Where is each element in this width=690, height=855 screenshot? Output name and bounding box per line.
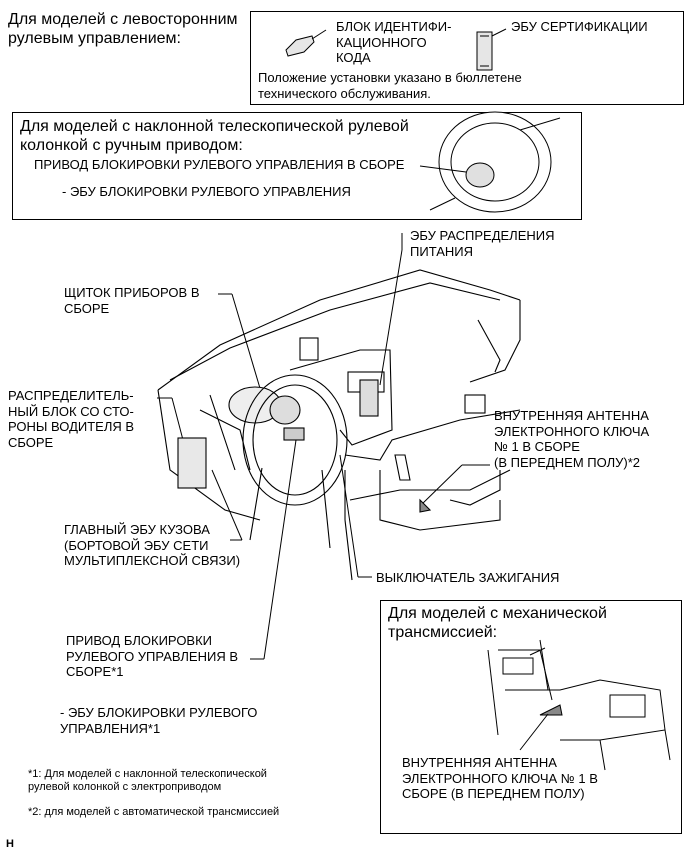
certification-ecu-label: ЭБУ СЕРТИФИКАЦИИ — [511, 19, 648, 34]
certification-ecu-illustration — [476, 28, 507, 71]
footnote-1: *1: Для моделей с наклонной телескопичес… — [28, 768, 267, 794]
bulletin-note: Положение установки указано в бюллетене … — [258, 70, 522, 101]
mt-console-illustration — [487, 639, 671, 771]
tilt-lock-ecu-label: - ЭБУ БЛОКИРОВКИ РУЛЕВОГО УПРАВЛЕНИЯ — [62, 184, 351, 199]
tilt-box-title: Для моделей с наклонной телескопической … — [20, 118, 409, 155]
mt-box-title: Для моделей с механической трансмиссией: — [388, 605, 607, 642]
id-code-box-illustration — [285, 29, 327, 57]
footnote-2: *2: для моделей с автоматической трансми… — [28, 806, 280, 818]
dashboard-illustration — [157, 269, 521, 581]
meter-label: ЩИТОК ПРИБОРОВ В СБОРЕ — [64, 285, 200, 316]
lhd-note: Для моделей с левосторонним рулевым упра… — [8, 11, 238, 48]
corner-mark: H — [6, 838, 14, 850]
tilt-actuator-label: ПРИВОД БЛОКИРОВКИ РУЛЕВОГО УПРАВЛЕНИЯ В … — [34, 157, 405, 172]
lhd-parts-box — [250, 11, 684, 105]
lock-ecu2-label: - ЭБУ БЛОКИРОВКИ РУЛЕВОГО УПРАВЛЕНИЯ*1 — [60, 705, 258, 736]
junction-block-label: РАСПРЕДЕЛИТЕЛЬ- НЫЙ БЛОК СО СТО- РОНЫ ВО… — [8, 388, 135, 450]
power-ecu-label: ЭБУ РАСПРЕДЕЛЕНИЯ ПИТАНИЯ — [410, 228, 555, 259]
actuator2-label: ПРИВОД БЛОКИРОВКИ РУЛЕВОГО УПРАВЛЕНИЯ В … — [66, 633, 239, 680]
id-code-box-label: БЛОК ИДЕНТИФИ- КАЦИОННОГО КОДА — [336, 19, 452, 66]
tilt-steering-wheel-illustration — [419, 111, 561, 213]
body-ecu-label: ГЛАВНЫЙ ЭБУ КУЗОВА (БОРТОВОЙ ЭБУ СЕТИ МУ… — [64, 522, 241, 569]
ignition-label: ВЫКЛЮЧАТЕЛЬ ЗАЖИГАНИЯ — [376, 570, 560, 585]
antenna1-label: ВНУТРЕННЯЯ АНТЕННА ЭЛЕКТРОННОГО КЛЮЧА № … — [494, 408, 650, 470]
antenna2-label: ВНУТРЕННЯЯ АНТЕННА ЭЛЕКТРОННОГО КЛЮЧА № … — [402, 755, 598, 802]
